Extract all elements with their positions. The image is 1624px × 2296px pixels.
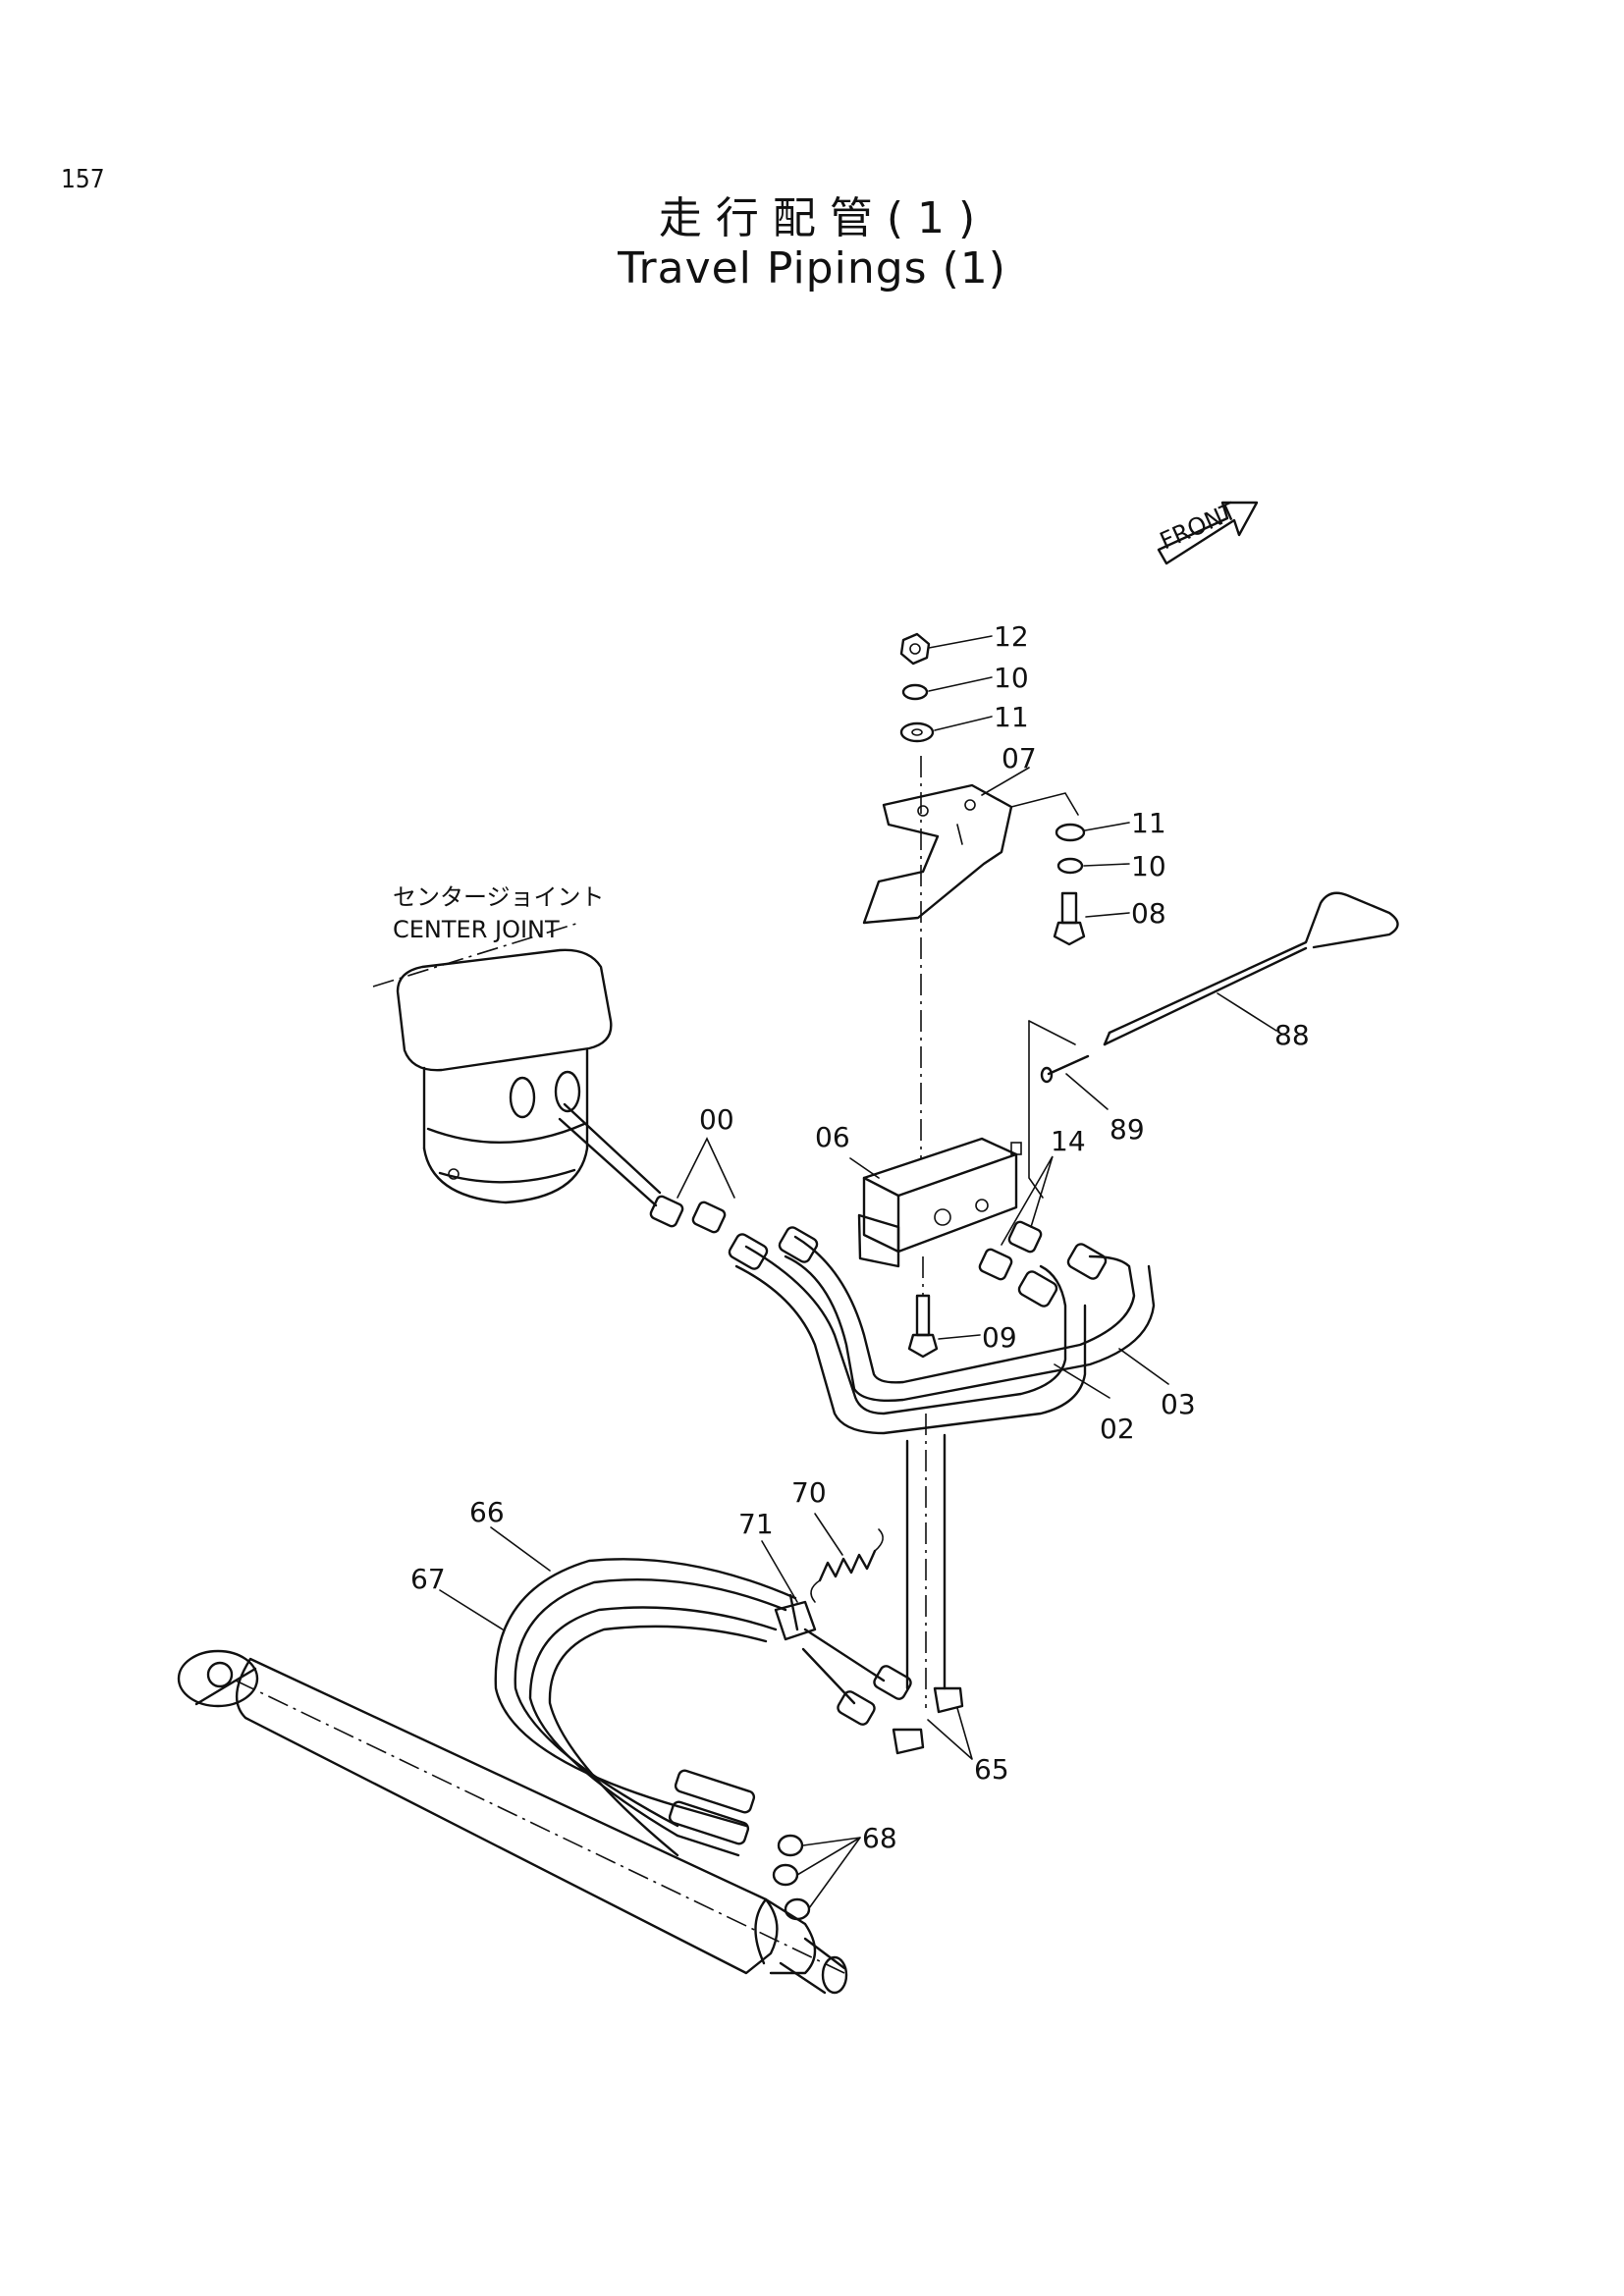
part-label-09: 09 [982,1321,1017,1354]
pin-icon [1040,1054,1090,1084]
pipe-shape [734,1235,1156,1435]
fitting-icon [728,1226,1108,1308]
part-label-02: 02 [1100,1413,1135,1445]
part-label-03: 03 [1161,1388,1196,1420]
part-label-14: 14 [1051,1125,1086,1157]
part-label-70: 70 [791,1476,827,1509]
part-label-10-lower: 10 [1131,850,1166,882]
part-label-88: 88 [1274,1019,1310,1051]
part-label-66: 66 [469,1496,505,1528]
spring-washer-icon [1056,857,1084,875]
fitting-icon [837,1665,964,1755]
fitting-icon [649,1195,727,1234]
part-label-71: 71 [738,1508,774,1540]
washer-icon [1055,823,1086,842]
part-label-11-upper: 11 [994,701,1029,733]
center-joint-label-jp: センタージョイント [393,883,605,911]
part-label-67: 67 [410,1563,446,1595]
spring-icon [810,1528,884,1603]
center-joint-shape [372,922,613,1204]
part-label-89: 89 [1110,1113,1145,1146]
part-label-68: 68 [862,1822,897,1854]
page-title: Travel Pipings (1) [618,243,1006,294]
part-label-65: 65 [974,1753,1009,1786]
front-arrow-icon: FRONT [1156,497,1259,565]
hose-shape [494,1558,797,1857]
part-label-12: 12 [994,620,1029,653]
cylinder-shape [177,1649,848,1995]
bolt-icon [1053,891,1086,946]
part-label-08: 08 [1131,897,1166,930]
valve-block-shape [857,1137,1022,1268]
fitting-icon [668,1769,811,1921]
washer-icon [899,721,935,743]
page-number: 157 [61,165,105,194]
part-label-11-lower: 11 [1131,807,1166,839]
center-joint-label-en: CENTER JOINT [393,916,560,943]
page-title-japanese: 走行配管(1) [658,193,990,243]
front-label: FRONT [1156,497,1241,555]
bolt-icon [907,1294,939,1359]
part-label-07: 07 [1001,742,1037,774]
nut-icon [899,632,931,666]
part-label-10-upper: 10 [994,662,1029,694]
part-label-00: 00 [699,1103,734,1136]
spring-washer-icon [901,683,929,701]
lever-shape [1103,891,1399,1046]
fitting-icon [978,1220,1043,1281]
part-label-06: 06 [815,1121,850,1153]
clamp-icon [774,1593,817,1641]
bracket-shape [862,783,1013,925]
